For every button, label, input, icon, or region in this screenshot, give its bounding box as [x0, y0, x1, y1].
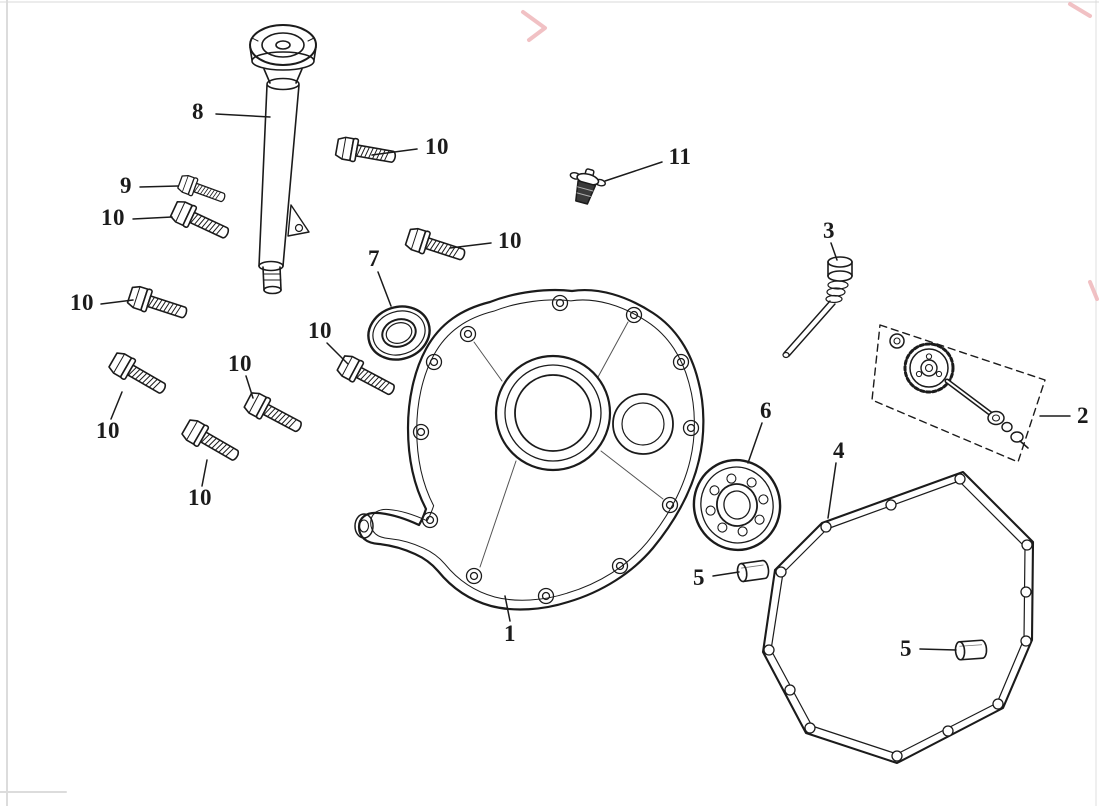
leader-line-6: [747, 422, 763, 464]
callout-6-14: 6: [760, 398, 772, 423]
callout-10-8: 10: [96, 418, 120, 443]
leader-line-10: [245, 375, 254, 399]
callout-10-9: 10: [188, 485, 212, 510]
callout-10-3: 10: [101, 205, 125, 230]
oil-seal-drawing: [367, 305, 431, 361]
callout-10-6: 10: [308, 318, 332, 343]
callout-5-18: 5: [900, 636, 912, 661]
gasket-drawing: [761, 470, 1035, 765]
leader-line-10: [110, 391, 123, 420]
oil-dipstick-drawing: [782, 256, 853, 359]
callout-7-11: 7: [368, 246, 380, 271]
leader-line-5: [712, 571, 740, 577]
leader-line-10: [132, 216, 173, 220]
watermark-marks: [521, 2, 1099, 301]
callout-8-0: 8: [192, 99, 204, 124]
leader-line-10: [326, 342, 349, 365]
leader-line-1: [504, 595, 511, 622]
flange-bolts-drawing: [106, 134, 469, 468]
leader-line-3: [830, 242, 838, 261]
callout-1-16: 1: [504, 621, 516, 646]
leader-line-4: [827, 462, 837, 519]
callout-10-2: 10: [425, 134, 449, 159]
callout-3-12: 3: [823, 218, 835, 243]
leader-line-7: [377, 271, 392, 307]
callout-10-4: 10: [498, 228, 522, 253]
callout-10-5: 10: [70, 290, 94, 315]
sensor-plug-drawing: [569, 168, 606, 205]
leader-line-8: [215, 113, 271, 118]
callout-9-1: 9: [120, 173, 132, 198]
oil-filler-tube-drawing: [249, 24, 317, 295]
callout-2-13: 2: [1077, 403, 1089, 428]
leader-line-10: [371, 148, 418, 156]
leader-line-10: [100, 299, 134, 305]
leader-line-10: [201, 459, 208, 487]
leader-lines: [100, 113, 1071, 651]
leader-line-9: [139, 185, 179, 188]
leader-line-11: [604, 161, 663, 182]
leader-line-10: [449, 242, 492, 249]
callout-4-15: 4: [833, 438, 845, 463]
crankcase-cover-drawing: [354, 288, 705, 611]
ball-bearing-drawing: [692, 458, 782, 552]
callout-11-10: 11: [668, 144, 692, 169]
callout-5-17: 5: [693, 565, 705, 590]
governor-gear-assembly-drawing: [871, 324, 1046, 463]
leader-line-5: [919, 648, 957, 651]
callout-10-7: 10: [228, 351, 252, 376]
